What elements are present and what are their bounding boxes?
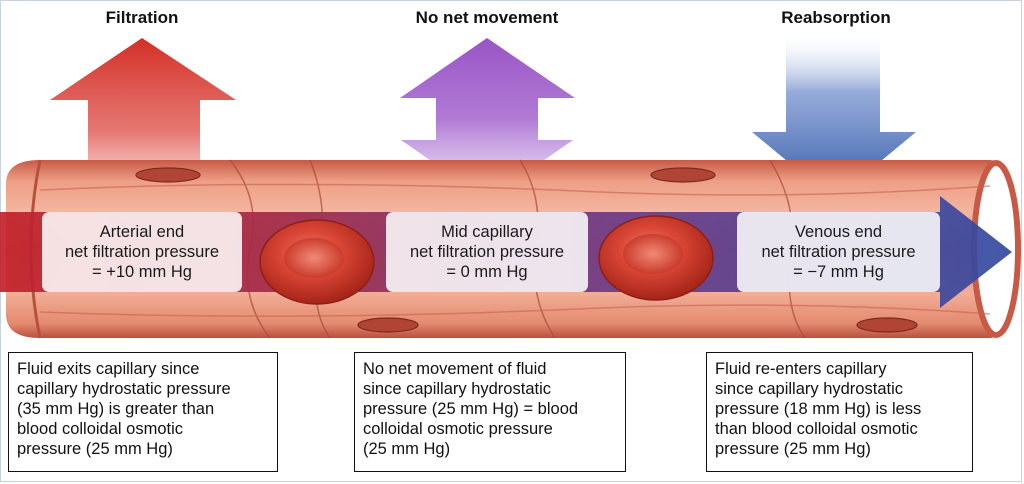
reabsorption-note: Fluid re-enters capillary since capillar… — [706, 352, 973, 472]
note-line: Fluid re-enters capillary — [715, 360, 887, 378]
note-line: blood colloidal osmotic — [17, 420, 184, 438]
pressure-box-line: net filtration pressure — [409, 243, 565, 261]
note-line: (35 mm Hg) is greater than — [17, 400, 215, 418]
note-line: Fluid exits capillary since — [17, 360, 200, 378]
pressure-box-line: net filtration pressure — [761, 243, 916, 261]
mid-capillary-pressure-box: Mid capillary net filtration pressure = … — [386, 212, 588, 292]
pressure-box-line: Mid capillary — [441, 223, 533, 241]
reabsorption-arrow — [752, 34, 916, 200]
red-blood-cell — [598, 215, 714, 301]
note-line: No net movement of fluid — [363, 360, 547, 378]
note-line: pressure (25 mm Hg) — [715, 440, 871, 458]
note-line: pressure (18 mm Hg) is less — [715, 400, 922, 418]
note-line: since capillary hydrostatic — [363, 380, 551, 398]
note-line: (25 mm Hg) — [363, 440, 451, 458]
no-net-movement-note: No net movement of fluid since capillary… — [354, 352, 626, 472]
note-line: since capillary hydrostatic — [715, 380, 903, 398]
note-line: than blood colloidal osmotic — [715, 420, 918, 438]
no-net-movement-arrow — [400, 38, 575, 200]
note-line: colloidal osmotic pressure — [363, 420, 553, 438]
pressure-box-line: Arterial end — [99, 223, 185, 241]
heading-no-net-movement: No net movement — [415, 8, 559, 27]
pressure-box-line: = −7 mm Hg — [793, 263, 884, 281]
pressure-box-line: = +10 mm Hg — [92, 263, 192, 281]
note-line: pressure (25 mm Hg) = blood — [363, 400, 579, 418]
note-line: capillary hydrostatic pressure — [17, 380, 231, 398]
red-blood-cell — [259, 219, 375, 305]
pressure-box-line: Venous end — [794, 223, 883, 241]
note-line: pressure (25 mm Hg) — [17, 440, 173, 458]
pressure-box-line: net filtration pressure — [64, 243, 220, 261]
pressure-box-line: = 0 mm Hg — [446, 263, 528, 281]
arterial-end-pressure-box: Arterial end net filtration pressure = +… — [42, 212, 242, 292]
venous-end-pressure-box: Venous end net filtration pressure = −7 … — [737, 212, 940, 292]
heading-reabsorption: Reabsorption — [781, 8, 891, 27]
filtration-note: Fluid exits capillary since capillary hy… — [8, 352, 278, 472]
heading-filtration: Filtration — [105, 8, 179, 27]
